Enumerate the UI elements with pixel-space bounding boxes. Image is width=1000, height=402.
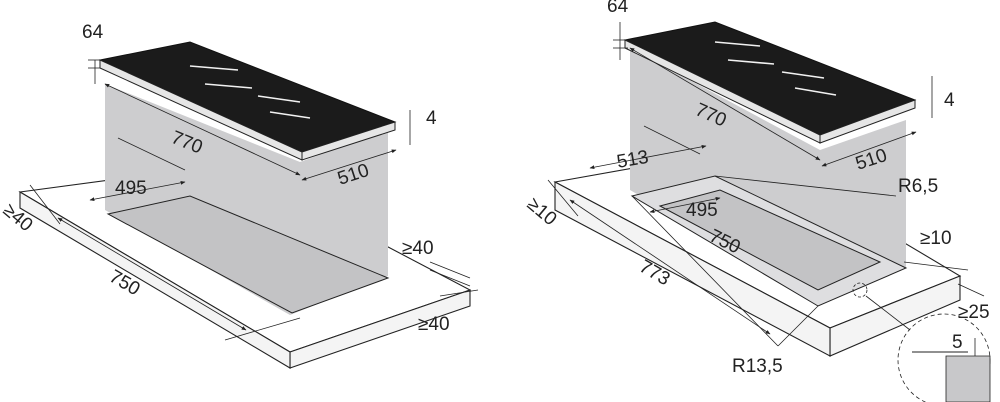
right-corner-radius-outer-label: R13,5 (732, 356, 783, 377)
left-installation-view: 64 4 770 510 495 750 ≥40 ≥40 ≥40 (0, 22, 479, 369)
right-worktop-min-label: ≥25 (958, 302, 990, 323)
left-dimension-lines (29, 59, 479, 341)
left-glass-thickness-label: 64 (82, 22, 104, 43)
right-detail-marker (852, 282, 868, 298)
right-inner-cutout-depth-label: 495 (686, 200, 718, 221)
left-right-clearance-label: ≥40 (402, 238, 434, 259)
right-installation-view: 64 4 770 510 513 R6,5 495 750 773 ≥10 ≥1… (523, 0, 991, 402)
right-rebate-depth-label: 5 (952, 332, 963, 353)
right-detail-section (945, 355, 991, 402)
left-back-clearance-label: ≥40 (418, 314, 450, 335)
right-glass-thickness-label: 64 (607, 0, 629, 17)
left-cutout-depth-label: 495 (115, 178, 147, 199)
right-side-clearance-label: ≥10 (920, 228, 952, 249)
right-dimension-lines (547, 22, 985, 356)
right-corner-radius-inner-label: R6,5 (898, 176, 938, 197)
left-frame-height-label: 4 (426, 108, 437, 129)
right-frame-height-label: 4 (944, 90, 955, 111)
